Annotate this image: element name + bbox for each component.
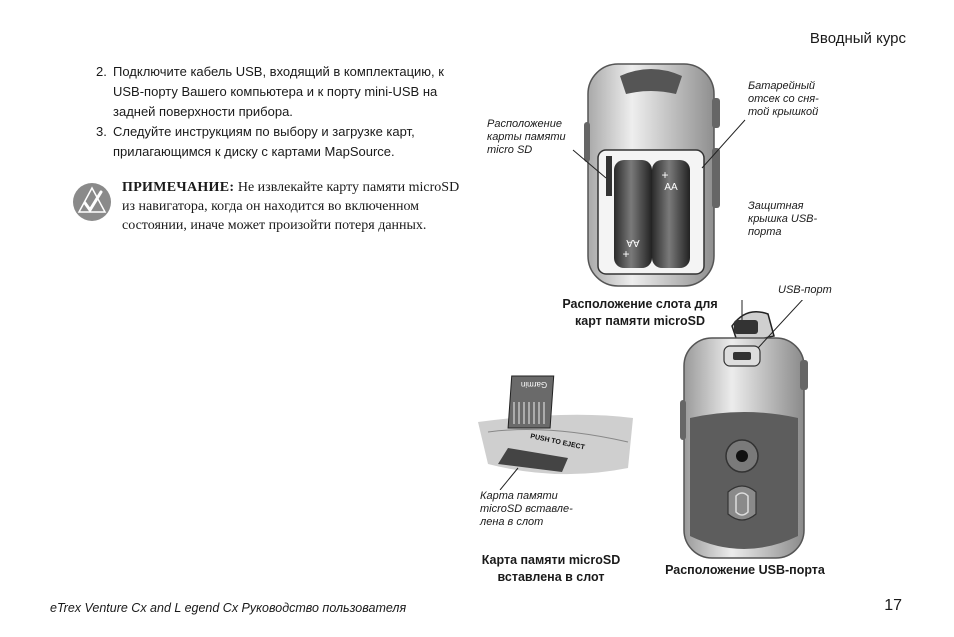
section-title: Вводный курс (809, 30, 906, 47)
page-number: 17 (884, 597, 902, 614)
step-text: Следуйте инструкциям по выбору и загрузк… (113, 124, 415, 159)
svg-text:+: + (661, 168, 668, 182)
microsd-slot (606, 156, 612, 196)
device-top-cap (620, 69, 682, 94)
battery-compartment-callout: Батарейный отсек со сня- той крышкой (748, 80, 819, 118)
note-checkmark-icon (73, 183, 111, 221)
callout-line (701, 119, 746, 169)
card-brand-text: Garmin (521, 380, 547, 389)
card-inserted-callout: Карта памяти microSD вставле- лена в сло… (480, 490, 573, 528)
manual-title: eTrex Venture Cx and L egend Cx Руководс… (50, 601, 407, 615)
svg-text:+: + (622, 247, 629, 261)
microsd-location-callout: Расположение карты памяти micro SD (487, 118, 566, 156)
step-number: 3. (96, 124, 107, 139)
card-inserted-figure: Garmin PUSH TO EJECT (478, 375, 633, 490)
instruction-steps: 2. Подключите кабель USB, входящий в ком… (96, 62, 468, 162)
note-heading: ПРИМЕЧАНИЕ: (122, 180, 235, 195)
battery-figure-caption: Расположение слота для карт памяти micro… (562, 297, 718, 328)
step-number: 2. (96, 64, 107, 79)
note-text: ПРИМЕЧАНИЕ: Не извлекайте карту памяти m… (122, 178, 467, 235)
usb-port-figure (680, 300, 808, 559)
usb-cover-callout: Защитная крышка USB- порта (748, 200, 818, 238)
step-3: 3. Следуйте инструкциям по выбору и загр… (96, 122, 468, 162)
step-2: 2. Подключите кабель USB, входящий в ком… (96, 62, 468, 122)
note-body: Не извлекайте карту памяти microSD из на… (122, 180, 460, 233)
usb-port-callout: USB-порт (778, 284, 832, 296)
battery-compartment-figure: AA AA + + (572, 63, 746, 287)
usb-figure-caption: Расположение USB-порта (665, 563, 825, 577)
battery-right (652, 160, 690, 268)
slot-opening (498, 448, 568, 472)
battery-cover-latch (727, 485, 757, 521)
usb-cover-tab (734, 320, 758, 334)
callout-line (499, 467, 519, 490)
step-text: Подключите кабель USB, входящий в компле… (113, 64, 444, 119)
callout-line (572, 149, 607, 179)
battery-label: AA (664, 182, 678, 193)
battery-label: AA (626, 237, 640, 248)
card-figure-caption: Карта памяти microSD вставлена в слот (481, 553, 621, 584)
callout-line (757, 300, 803, 349)
device-back-grip (690, 412, 798, 549)
battery-left (614, 160, 652, 268)
